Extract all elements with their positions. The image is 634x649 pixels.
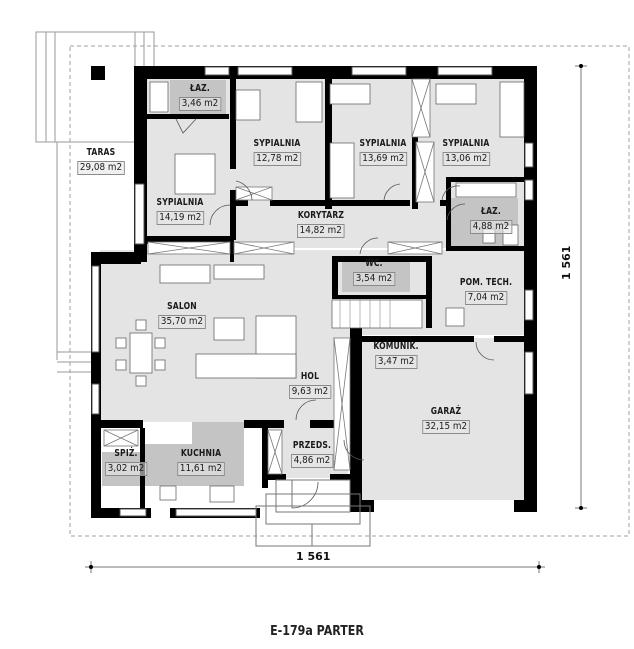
door-swings bbox=[175, 118, 495, 509]
room-name: HOL bbox=[300, 371, 320, 382]
room-label-sypialnia-1: SYPIALNIA 12,78 m2 bbox=[249, 139, 304, 166]
room-area: 14,82 m2 bbox=[297, 224, 345, 238]
room-label-lazienka-small: ŁAZ. 3,46 m2 bbox=[176, 84, 224, 111]
room-name: KORYTARZ bbox=[297, 210, 345, 221]
room-name: SYPIALNIA bbox=[253, 138, 301, 149]
room-name: SYPIALNIA bbox=[156, 197, 204, 208]
room-name: KUCHNIA bbox=[180, 448, 222, 459]
room-area: 32,15 m2 bbox=[422, 420, 470, 434]
height-dimension-label: 1 561 bbox=[560, 245, 573, 280]
room-area: 3,54 m2 bbox=[353, 272, 395, 286]
wardrobes bbox=[103, 78, 443, 475]
room-name: POM. TECH. bbox=[459, 277, 513, 288]
room-area: 7,04 m2 bbox=[465, 291, 507, 305]
room-name: ŁAZ. bbox=[190, 83, 210, 94]
room-name: SPIŻ. bbox=[114, 448, 138, 459]
room-area: 9,63 m2 bbox=[289, 385, 331, 399]
room-label-taras: TARAS 29,08 m2 bbox=[74, 148, 128, 175]
room-area: 4,86 m2 bbox=[291, 454, 333, 468]
room-area: 14,19 m2 bbox=[156, 211, 204, 225]
room-label-lazienka: ŁAZ. 4,88 m2 bbox=[467, 207, 515, 234]
room-label-spizarnia: SPIŻ. 3,02 m2 bbox=[102, 449, 150, 476]
terrace-column bbox=[91, 66, 105, 80]
room-label-korytarz: KORYTARZ 14,82 m2 bbox=[294, 211, 348, 238]
room-label-kuchnia: KUCHNIA 11,61 m2 bbox=[174, 449, 228, 476]
dimension-lines bbox=[85, 65, 587, 573]
room-name: SYPIALNIA bbox=[359, 138, 407, 149]
room-label-komunik: KOMUNIK. 3,47 m2 bbox=[369, 342, 422, 369]
room-name: TARAS bbox=[86, 147, 116, 158]
room-area: 3,46 m2 bbox=[179, 97, 221, 111]
room-name: SALON bbox=[167, 301, 197, 312]
room-area: 3,02 m2 bbox=[105, 462, 147, 476]
room-area: 29,08 m2 bbox=[77, 161, 125, 175]
room-area: 13,69 m2 bbox=[359, 152, 407, 166]
room-label-salon: SALON 35,70 m2 bbox=[155, 302, 209, 329]
entrance-steps bbox=[255, 479, 371, 547]
room-label-sypialnia-master: SYPIALNIA 14,19 m2 bbox=[152, 198, 207, 225]
room-name: WC. bbox=[365, 258, 383, 269]
windows bbox=[91, 66, 534, 517]
room-name: GARAŻ bbox=[430, 406, 462, 417]
room-label-przedsionek: PRZEDS. 4,86 m2 bbox=[288, 441, 336, 468]
room-area: 35,70 m2 bbox=[158, 315, 206, 329]
room-name: ŁAZ. bbox=[481, 206, 501, 217]
terrace-pergola bbox=[35, 31, 155, 373]
plan-title: E-179a PARTER bbox=[270, 624, 364, 639]
room-area: 3,47 m2 bbox=[375, 355, 417, 369]
room-label-hol: HOL 9,63 m2 bbox=[286, 372, 334, 399]
room-label-sypialnia-2: SYPIALNIA 13,69 m2 bbox=[355, 139, 410, 166]
room-name: PRZEDS. bbox=[292, 440, 332, 451]
room-label-garaz: GARAŻ 32,15 m2 bbox=[419, 407, 473, 434]
room-area: 4,88 m2 bbox=[470, 220, 512, 234]
room-area: 13,06 m2 bbox=[442, 152, 490, 166]
room-area: 12,78 m2 bbox=[253, 152, 301, 166]
room-label-sypialnia-3: SYPIALNIA 13,06 m2 bbox=[438, 139, 493, 166]
room-label-pom-tech: POM. TECH. 7,04 m2 bbox=[455, 278, 517, 305]
room-name: SYPIALNIA bbox=[442, 138, 490, 149]
room-label-wc: WC. 3,54 m2 bbox=[350, 259, 398, 286]
width-dimension-label: 1 561 bbox=[296, 550, 331, 563]
furniture bbox=[115, 81, 525, 503]
room-name: KOMUNIK. bbox=[373, 341, 419, 352]
room-area: 11,61 m2 bbox=[177, 462, 225, 476]
